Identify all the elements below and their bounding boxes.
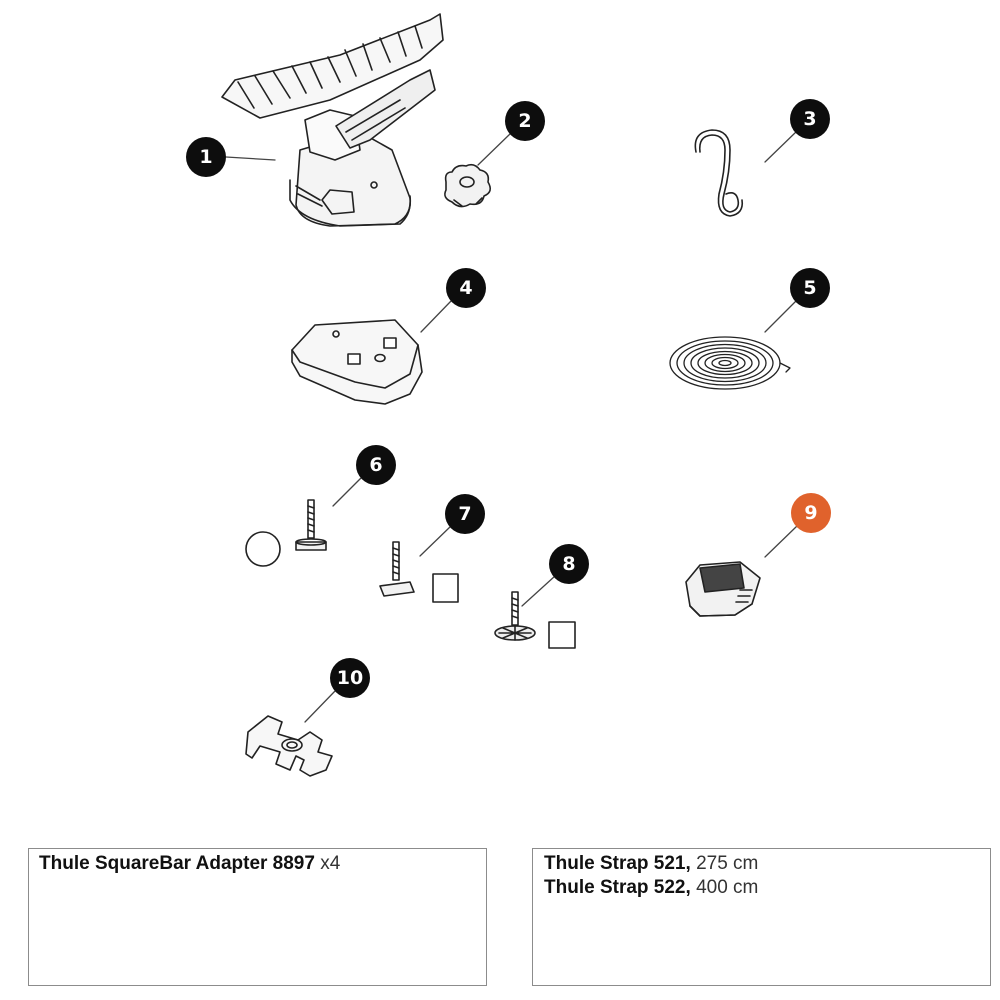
badge-10: 10	[330, 658, 370, 698]
strap-box	[532, 848, 991, 986]
strap-line-2: Thule Strap 522, 400 cm	[544, 877, 758, 899]
part-8-illustration	[494, 591, 576, 649]
strap-line-1: Thule Strap 521, 275 cm	[544, 853, 758, 875]
badge-8: 8	[549, 544, 589, 584]
part-4-illustration	[291, 319, 423, 405]
strap-522-name: Thule Strap 522,	[544, 877, 691, 898]
badge-4: 4	[446, 268, 486, 308]
badge-9: 9	[791, 493, 831, 533]
badge-3: 3	[790, 99, 830, 139]
strap-522-length: 400 cm	[696, 877, 759, 898]
leader-lines	[225, 130, 798, 723]
adapter-box-title: Thule SquareBar Adapter 8897 x4	[39, 853, 340, 875]
part-3-illustration	[694, 129, 744, 217]
part-6-illustration	[245, 499, 327, 567]
adapter-qty: x4	[320, 853, 341, 874]
part-2-illustration	[444, 163, 492, 208]
adapter-name: Thule SquareBar Adapter 8897	[39, 853, 315, 874]
strap-521-length: 275 cm	[696, 853, 759, 874]
badge-7: 7	[445, 494, 485, 534]
part-9-illustration	[685, 561, 761, 617]
part-5-illustration	[669, 336, 791, 390]
part-1-illustration	[221, 13, 444, 227]
badge-6: 6	[356, 445, 396, 485]
badge-2: 2	[505, 101, 545, 141]
strap-521-name: Thule Strap 521,	[544, 853, 691, 874]
badge-1: 1	[186, 137, 226, 177]
part-7-illustration	[379, 541, 459, 603]
badge-5: 5	[790, 268, 830, 308]
adapter-box	[28, 848, 487, 986]
part-10-illustration	[245, 715, 333, 777]
